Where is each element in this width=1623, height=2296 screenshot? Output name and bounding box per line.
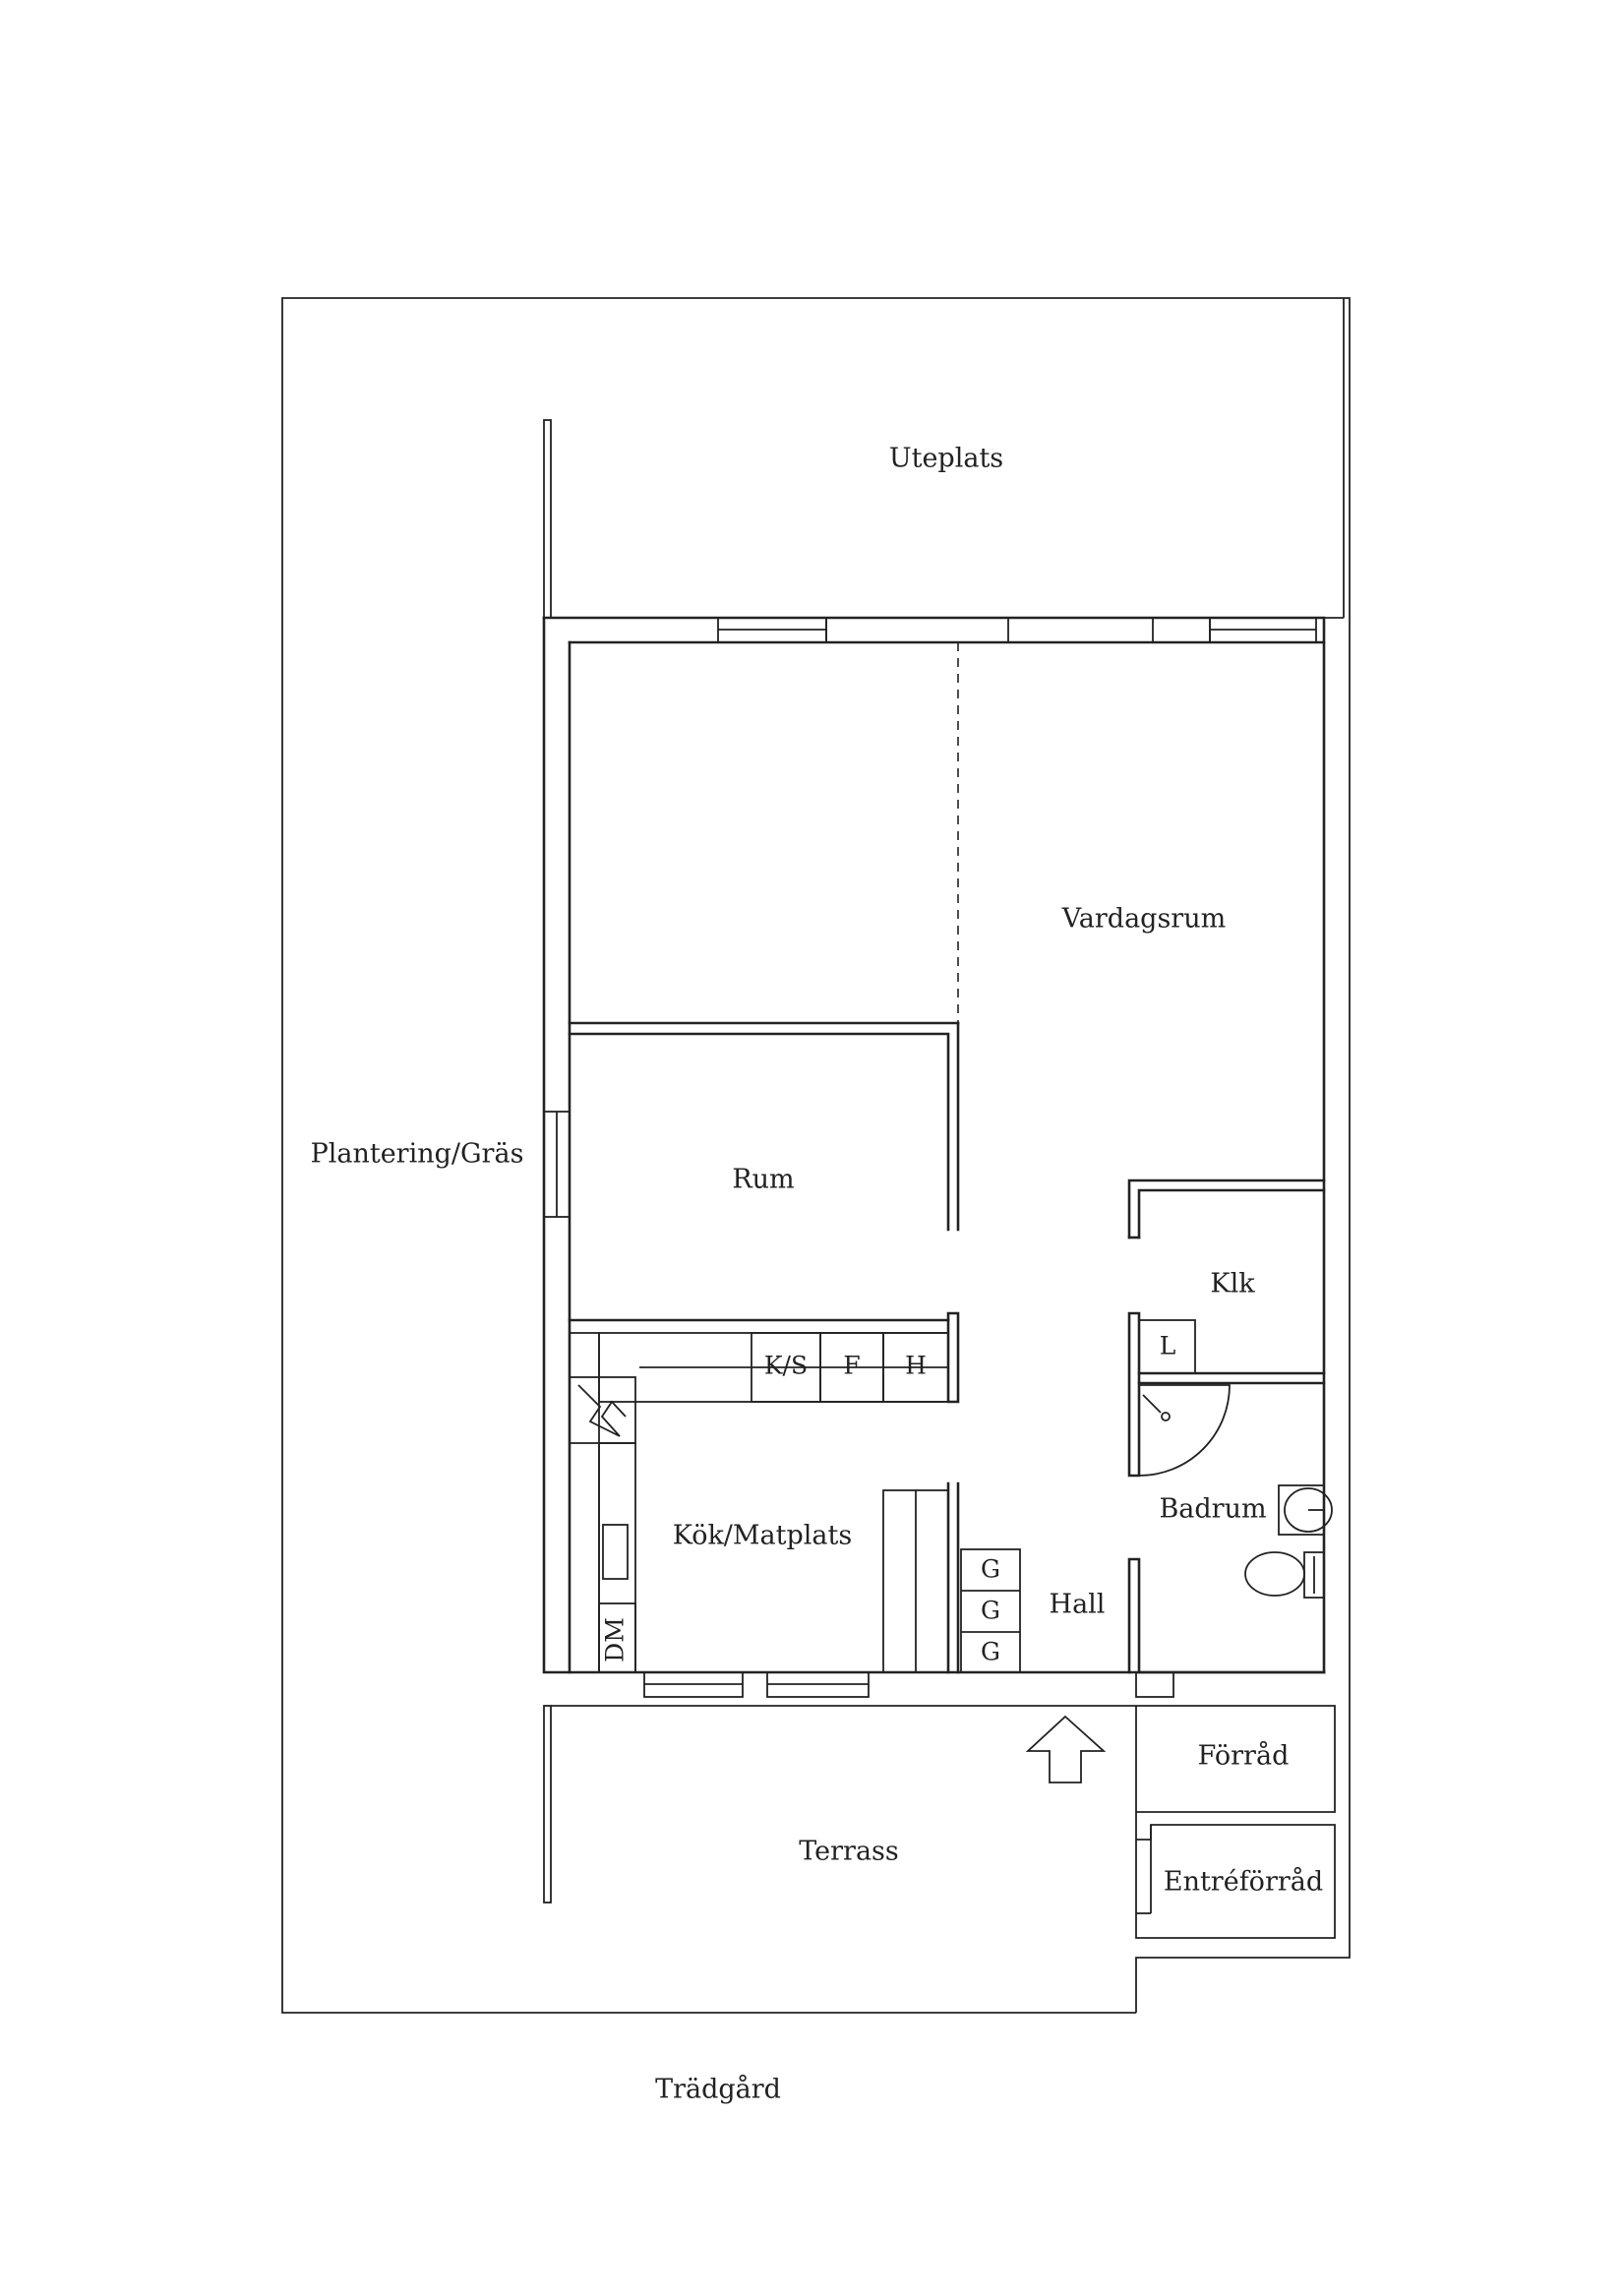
label-forrad: Förråd: [1198, 1740, 1290, 1772]
label-vardagsrum: Vardagsrum: [1061, 904, 1226, 935]
label-rum: Rum: [732, 1165, 794, 1195]
label-entreforrad: Entréförråd: [1164, 1866, 1323, 1898]
terrass-area: [543, 1705, 1136, 1903]
fixture-dm: DM: [601, 1617, 630, 1662]
fixture-h: H: [905, 1352, 927, 1380]
fixture-ks: K/S: [764, 1352, 808, 1380]
label-hall: Hall: [1050, 1590, 1106, 1620]
fixture-f: F: [843, 1352, 860, 1380]
fixture-g-1: G: [981, 1555, 1000, 1584]
sink-icon: [1278, 1484, 1333, 1536]
plot-boundary: [281, 297, 1351, 2014]
label-badrum: Badrum: [1159, 1494, 1266, 1525]
label-uteplats: Uteplats: [889, 444, 1003, 474]
fixture-l: L: [1160, 1332, 1176, 1360]
label-terrass: Terrass: [799, 1837, 899, 1867]
shower-icon: [1138, 1384, 1231, 1477]
appliances: K/S F H DM L G G G: [598, 1319, 1196, 1673]
label-klk: Klk: [1210, 1269, 1255, 1299]
label-plantering: Plantering/Gräs: [311, 1139, 524, 1170]
entrance-arrow-icon: [1025, 1715, 1107, 1783]
storage-walls: [1135, 1705, 1336, 1939]
toilet-icon: [1244, 1551, 1325, 1599]
windows: [543, 617, 1317, 1698]
interior-walls: [568, 642, 1326, 1674]
fixture-g-2: G: [981, 1597, 1000, 1625]
label-kok: Kök/Matplats: [673, 1521, 852, 1551]
stove-icon: [577, 1384, 627, 1437]
label-tradgard: Trädgård: [655, 2074, 781, 2105]
fixture-g-3: G: [981, 1638, 1000, 1666]
